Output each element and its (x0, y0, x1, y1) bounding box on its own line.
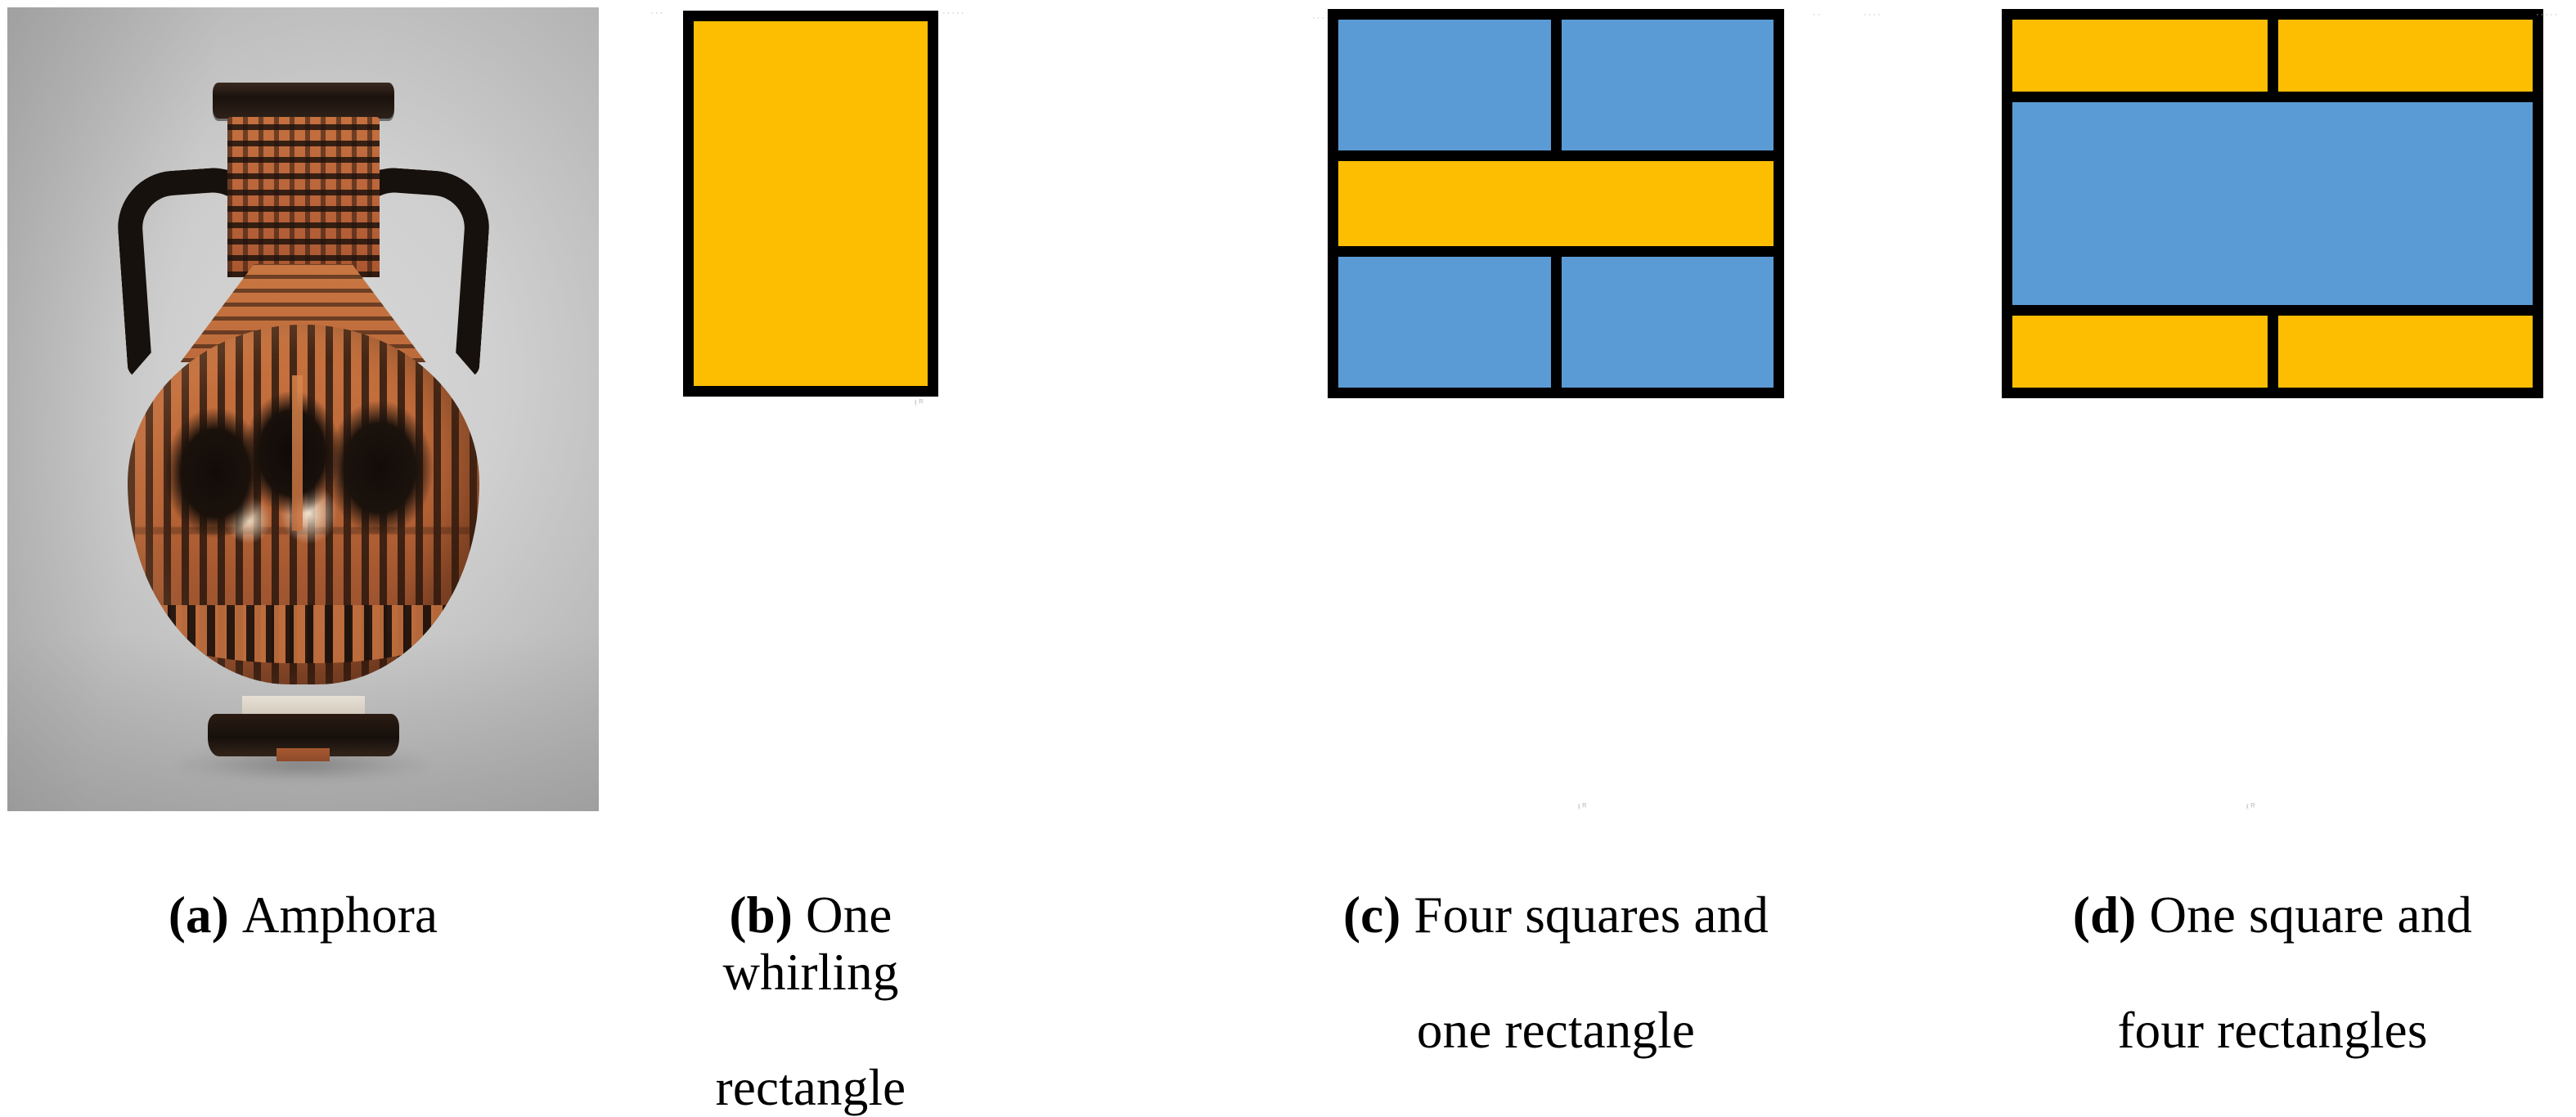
caption-a-text (229, 886, 242, 944)
scan-mark-b-bottom: ፤ᴿ (914, 398, 925, 408)
cell-bottom-left-rectangle (2012, 316, 2268, 388)
caption-d-line2: four rectangles (2117, 1001, 2428, 1059)
cell-bottom-right-rectangle (2277, 316, 2533, 388)
scan-mark-c-bottom: ፤ᴿ (1577, 802, 1589, 812)
panel-b: (b) One whirling rectangle (645, 0, 977, 1116)
cell-middle-square (2012, 102, 2533, 305)
caption-c-tag: (c) (1342, 886, 1401, 944)
scan-tick-b-left: ··· (650, 8, 664, 18)
panel-d: (d) One square and four rectangles (1986, 0, 2559, 1059)
figure-canvas: (a) Amphora (b) One whirling rectangle (… (7, 0, 2560, 1117)
panel-a: (a) Amphora (7, 0, 600, 1004)
composition-c (1328, 9, 1784, 398)
cell-top-right-square (1561, 20, 1774, 150)
caption-b-tag: (b) (729, 886, 793, 944)
cell-top-left-rectangle (2012, 20, 2268, 92)
caption-c-line2: one rectangle (1416, 1001, 1696, 1059)
amphora-figural-scene (165, 375, 441, 545)
amphora-lip (212, 83, 394, 119)
scan-tick-d-right: ····· (2536, 10, 2560, 20)
caption-b: (b) One whirling rectangle (645, 828, 977, 1117)
composition-d (2002, 9, 2543, 398)
caption-a-label: Amphora (241, 886, 438, 944)
caption-d-line1: One square and (2149, 886, 2473, 944)
caption-d-space (2137, 886, 2150, 944)
caption-c: (c) Four squares and one rectangle (1302, 828, 1809, 1059)
amphora-ray-band (148, 605, 458, 663)
scan-mark-d-bottom: ፤ᴿ (2246, 802, 2257, 812)
scan-tick-c-left: ··· (1312, 13, 1326, 23)
caption-b-line1: One whirling (722, 886, 899, 1002)
scan-tick-d-left: ···· (1863, 10, 1882, 20)
amphora-vessel (111, 79, 496, 766)
cell-bottom-left-square (1338, 257, 1551, 388)
scan-tick-c-right: ·· (1813, 10, 1823, 20)
caption-b-space (793, 886, 806, 944)
scan-tick-b-right: ····· (942, 8, 966, 18)
cell-whirling-rectangle (694, 21, 928, 386)
caption-c-space (1400, 886, 1414, 944)
amphora-foot (207, 714, 399, 761)
caption-d: (d) One square and four rectangles (1986, 828, 2559, 1059)
cell-top-left-square (1338, 20, 1551, 150)
caption-a-tag: (a) (168, 886, 229, 944)
cell-middle-rectangle (1338, 161, 1774, 246)
caption-b-line2: rectangle (715, 1059, 906, 1117)
amphora-body (127, 325, 479, 684)
amphora-neck (227, 117, 380, 277)
amphora-photograph (7, 7, 599, 811)
caption-a: (a) Amphora (7, 828, 600, 944)
caption-c-line1: Four squares and (1414, 886, 1769, 944)
panel-c: (c) Four squares and one rectangle (1302, 0, 1809, 1059)
caption-d-tag: (d) (2072, 886, 2137, 944)
cell-bottom-right-square (1561, 257, 1774, 388)
composition-b (683, 11, 938, 397)
cell-top-right-rectangle (2277, 20, 2533, 92)
